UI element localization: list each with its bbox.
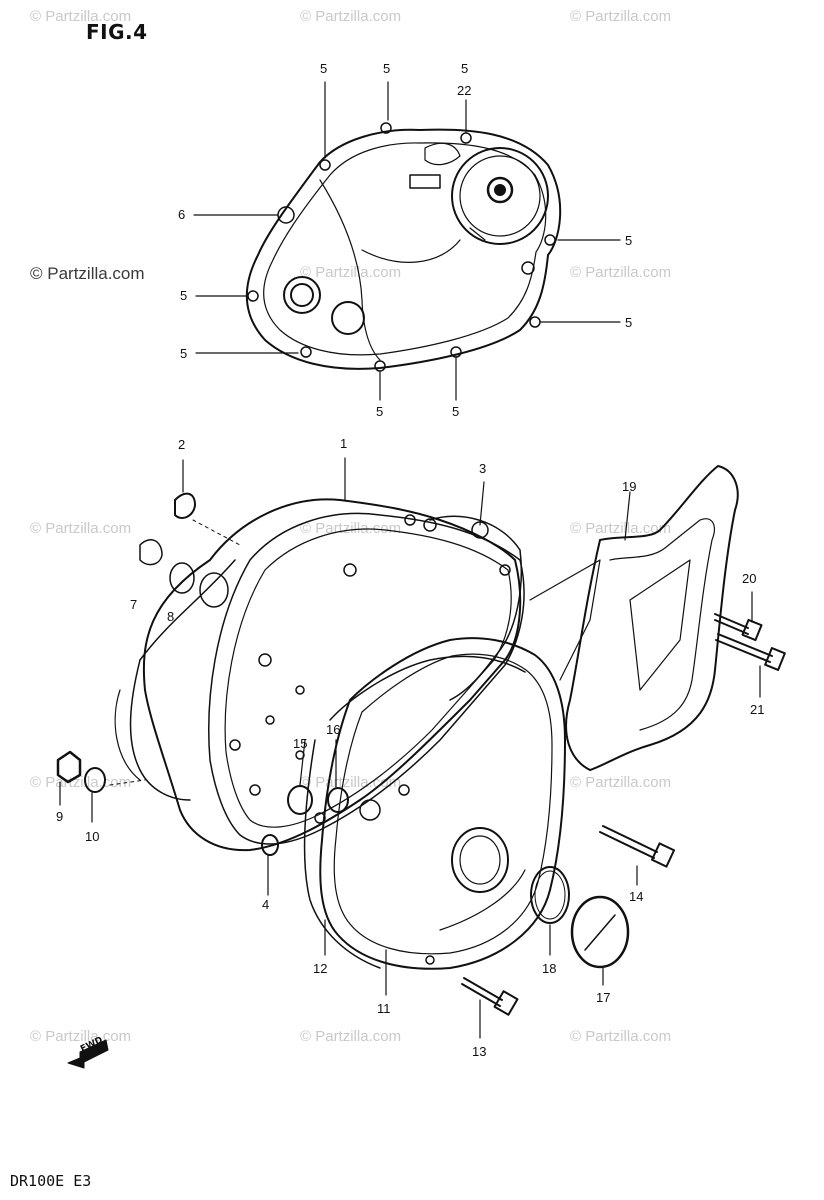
callout-17: 17 — [596, 990, 611, 1005]
case-bolt-holes — [229, 514, 511, 824]
callout-6: 6 — [178, 207, 186, 222]
watermark: © Partzilla.com — [570, 1028, 672, 1045]
callout-19: 19 — [622, 479, 637, 494]
watermark: © Partzilla.com — [300, 1028, 402, 1045]
bolt-13 — [461, 977, 519, 1016]
callout-5: 5 — [452, 404, 460, 419]
callout-21: 21 — [750, 702, 765, 717]
bolt-20 — [714, 613, 763, 642]
plug-and-orings — [139, 492, 241, 608]
watermark: © Partzilla.com — [300, 520, 402, 537]
callout-9: 9 — [56, 809, 64, 824]
callout-5: 5 — [376, 404, 384, 419]
callout-4: 4 — [262, 897, 270, 912]
callout-7: 7 — [130, 597, 138, 612]
cap-17 — [570, 895, 630, 969]
sprocket-cover — [529, 465, 739, 771]
bolt-21 — [715, 633, 786, 671]
watermark: © Partzilla.com — [30, 520, 132, 537]
callout-15: 15 — [293, 736, 308, 751]
callout-20: 20 — [742, 571, 757, 586]
callout-5: 5 — [180, 346, 188, 361]
callout-5: 5 — [320, 61, 328, 76]
washer-10 — [84, 767, 146, 793]
callout-8: 8 — [167, 609, 175, 624]
watermark: © Partzilla.com — [570, 264, 672, 281]
model-code: DR100E E3 — [10, 1172, 92, 1190]
cover-gasket-3 — [429, 515, 523, 701]
leader-lines-lower — [59, 457, 761, 1039]
callout-5: 5 — [461, 61, 469, 76]
callout-1: 1 — [340, 436, 348, 451]
crankcase-gasket — [208, 512, 525, 845]
watermark: © Partzilla.com — [300, 264, 402, 281]
watermark: © Partzilla.com — [570, 774, 672, 791]
cover-bolt-bosses — [247, 122, 556, 372]
callout-13: 13 — [472, 1044, 487, 1059]
oil-filter-cap — [451, 147, 549, 245]
watermark: © Partzilla.com — [570, 520, 672, 537]
clutch-cover-outer — [245, 128, 562, 370]
watermark-main: © Partzilla.com — [30, 264, 145, 283]
nut-9 — [56, 750, 82, 784]
watermark: © Partzilla.com — [300, 774, 402, 791]
crankcase-cover — [114, 498, 522, 852]
front-marker-arrow — [67, 1039, 109, 1069]
callout-2: 2 — [178, 437, 186, 452]
figure-title: FIG.4 — [86, 20, 148, 44]
callout-10: 10 — [85, 829, 100, 844]
callout-5: 5 — [383, 61, 391, 76]
callout-3: 3 — [479, 461, 487, 476]
leader-lines-upper — [193, 81, 621, 401]
oil-seals-small — [261, 785, 349, 856]
generator-cover — [319, 637, 566, 970]
callout-14: 14 — [629, 889, 644, 904]
callout-5: 5 — [625, 233, 633, 248]
callout-5: 5 — [180, 288, 188, 303]
callout-16: 16 — [326, 722, 341, 737]
generator-gasket — [303, 655, 526, 969]
watermark: © Partzilla.com — [300, 8, 402, 25]
inspection-plugs — [283, 142, 461, 335]
callout-12: 12 — [313, 961, 328, 976]
callout-11: 11 — [377, 1001, 391, 1016]
bolt-14 — [599, 825, 676, 868]
callout-5: 5 — [625, 315, 633, 330]
watermark: © Partzilla.com — [30, 8, 132, 25]
watermark: © Partzilla.com — [570, 8, 672, 25]
callout-22: 22 — [457, 83, 472, 98]
callout-18: 18 — [542, 961, 557, 976]
oring-18 — [530, 866, 570, 924]
